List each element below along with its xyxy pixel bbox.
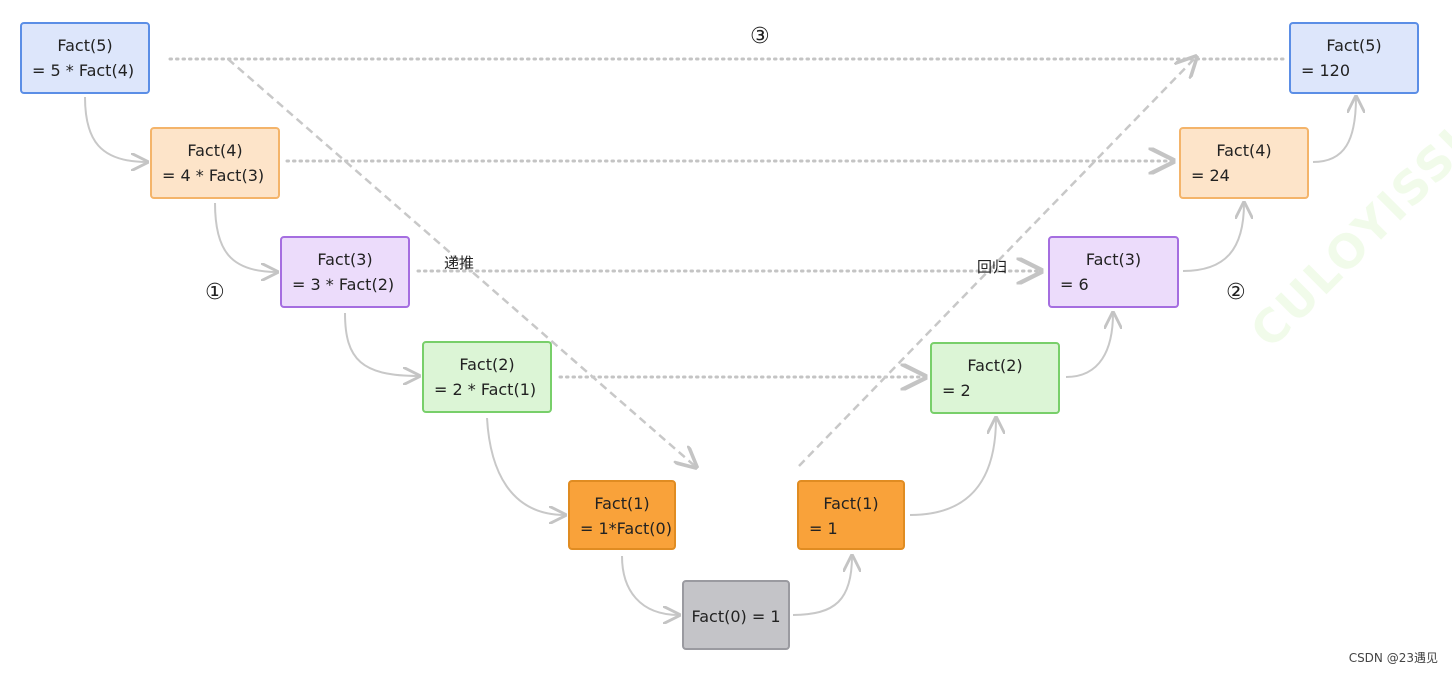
curve-desc3-desc2: [344, 312, 419, 376]
curve-desc1-base: [621, 555, 679, 615]
node-title: Fact(4): [1216, 141, 1272, 160]
curve-base-asc1: [792, 556, 852, 616]
node-base-fact0: Fact(0) = 1: [682, 580, 790, 650]
node-value: = 120: [1301, 61, 1351, 80]
node-value: = 1: [809, 519, 838, 538]
node-desc-fact5: Fact(5) = 5 * Fact(4): [20, 22, 150, 94]
node-title: Fact(4): [187, 141, 243, 160]
node-desc-fact1: Fact(1) = 1*Fact(0): [568, 480, 676, 550]
curve-desc4-desc3: [214, 202, 277, 272]
curve-desc2-desc1: [486, 417, 565, 515]
node-asc-fact3: Fact(3) = 6: [1048, 236, 1179, 308]
curve-asc2-asc3: [1065, 313, 1113, 378]
curve-asc3-asc4: [1182, 203, 1244, 272]
node-title: Fact(2): [459, 355, 515, 374]
step-marker-1: ①: [205, 280, 225, 305]
node-title: Fact(1): [823, 494, 879, 513]
return-label: 回归: [977, 258, 1008, 276]
node-desc-fact2: Fact(2) = 2 * Fact(1): [422, 341, 552, 413]
node-expression: = 1*Fact(0): [580, 519, 672, 538]
node-title: Fact(5): [1326, 36, 1382, 55]
node-value: = 2: [942, 381, 971, 400]
node-title: Fact(5): [57, 36, 113, 55]
curve-asc1-asc2: [909, 418, 996, 516]
source-credit: CSDN @23遇见: [1348, 651, 1438, 665]
node-title: Fact(3): [317, 250, 373, 269]
node-expression: = 3 * Fact(2): [292, 275, 395, 294]
node-asc-fact2: Fact(2) = 2: [930, 342, 1060, 414]
node-desc-fact4: Fact(4) = 4 * Fact(3): [150, 127, 280, 199]
node-asc-fact1: Fact(1) = 1: [797, 480, 905, 550]
step-marker-2: ②: [1226, 280, 1246, 305]
step-marker-3: ③: [750, 24, 770, 49]
node-title: Fact(3): [1085, 250, 1142, 269]
node-expression: = 5 * Fact(4): [32, 61, 135, 80]
node-asc-fact5: Fact(5) = 120: [1289, 22, 1419, 94]
node-title: Fact(0) = 1: [691, 607, 781, 626]
node-value: = 6: [1060, 275, 1089, 294]
node-asc-fact4: Fact(4) = 24: [1179, 127, 1309, 199]
node-title: Fact(2): [967, 356, 1023, 375]
curve-asc4-asc5: [1312, 97, 1356, 163]
node-value: = 24: [1191, 166, 1230, 185]
node-desc-fact3: Fact(3) = 3 * Fact(2): [280, 236, 410, 308]
node-title: Fact(1): [594, 494, 650, 513]
curve-desc5-desc4: [84, 96, 147, 162]
node-expression: = 2 * Fact(1): [434, 380, 537, 399]
node-expression: = 4 * Fact(3): [162, 166, 265, 185]
recurse-label: 递推: [444, 254, 475, 272]
